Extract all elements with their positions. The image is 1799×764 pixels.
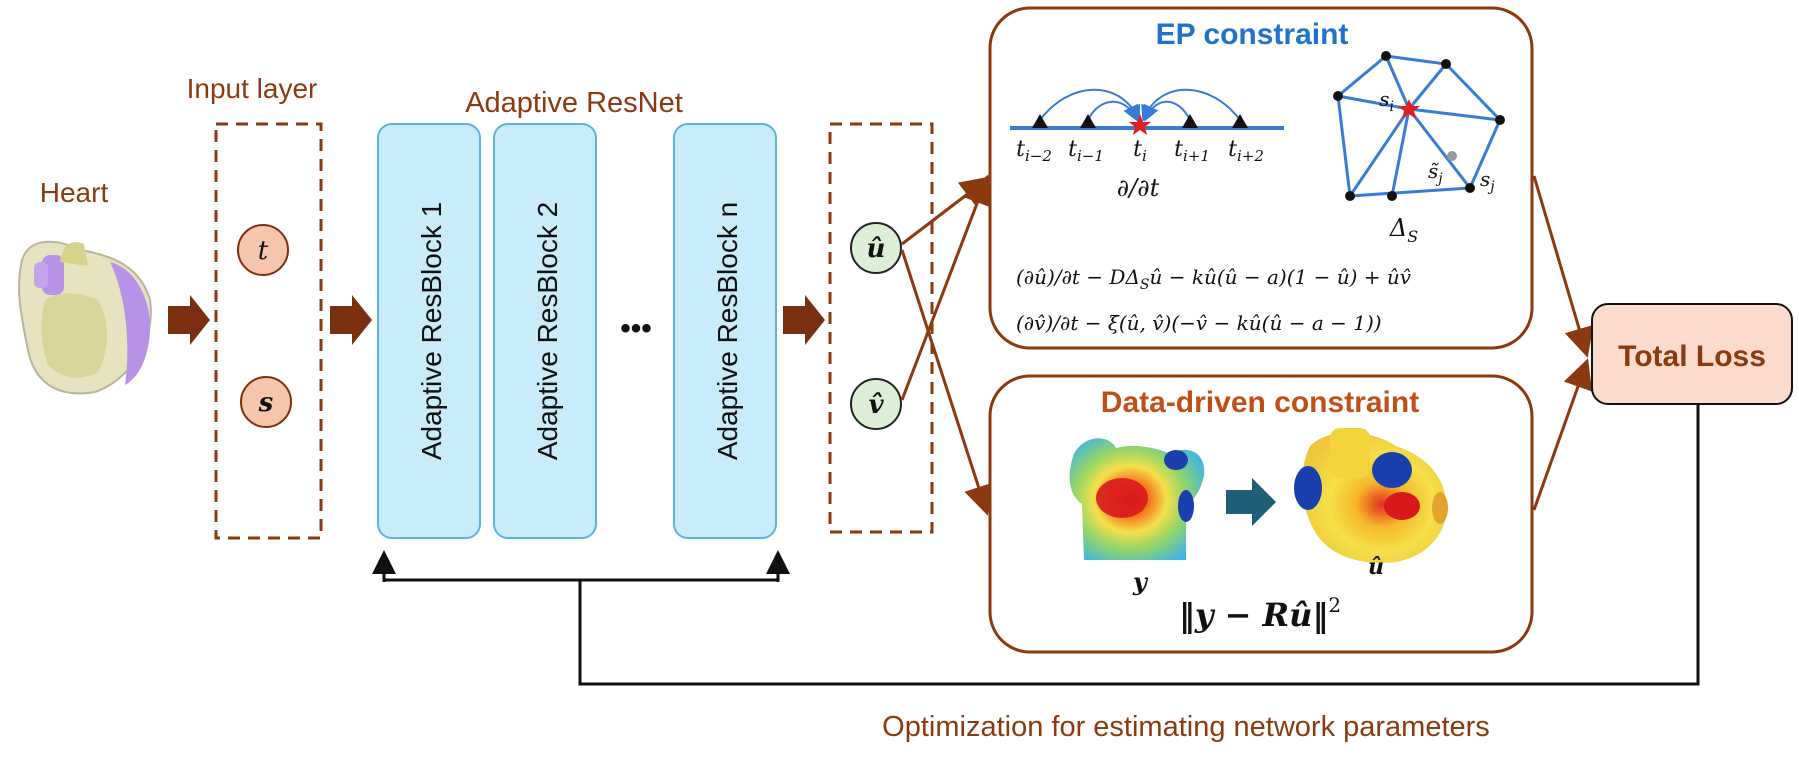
mesh-sj-label: sj — [1480, 167, 1495, 195]
heart-map-label: û — [1368, 554, 1384, 580]
resnet-title: Adaptive ResNet — [465, 87, 683, 119]
heart-3d-icon — [18, 240, 152, 395]
input-node-s-label: s — [258, 388, 274, 418]
mesh-vertices — [1333, 51, 1505, 201]
mesh-si-label: si — [1379, 87, 1394, 115]
resblock-n-label: Adaptive ResBlock n — [712, 202, 743, 460]
input-node-s: s — [240, 376, 292, 428]
input-layer-title: Input layer — [187, 73, 318, 104]
output-node-v: v̂ — [850, 378, 902, 430]
output-node-u: û — [850, 222, 902, 274]
arrow-heart-to-input — [168, 295, 210, 345]
mesh-stilde-label: s̃j — [1428, 159, 1443, 187]
optimization-feedback-path — [372, 404, 1700, 686]
time-derivative-operator: ∂/∂t — [1117, 174, 1160, 202]
svg-text:ti−2: ti−2 — [1016, 137, 1052, 165]
svg-text:ti+1: ti+1 — [1174, 137, 1210, 165]
resblock-1: Adaptive ResBlock 1 — [377, 123, 481, 539]
data-loss-expression: ‖y − Rû‖2 — [1179, 593, 1341, 634]
output-layer-box — [828, 122, 934, 534]
svg-text:ti+2: ti+2 — [1228, 137, 1264, 165]
ep-equation-2: (∂v̂)/∂t − ξ(û, v̂)(−v̂ − kû(û − a − 1)) — [1016, 311, 1382, 335]
output-node-v-label: v̂ — [868, 390, 884, 420]
ep-constraint-title: EP constraint — [1156, 18, 1349, 51]
input-layer-box — [214, 122, 323, 540]
total-loss-box: Total Loss — [1591, 303, 1793, 405]
resblock-1-label: Adaptive ResBlock 1 — [416, 202, 447, 460]
optimization-label: Optimization for estimating network para… — [882, 711, 1490, 743]
ep-constraint-box — [988, 6, 1534, 350]
torso-potential-map — [1069, 438, 1205, 560]
constraint-to-total-arrows — [1532, 175, 1594, 511]
arrow-input-to-resnet — [330, 295, 372, 345]
mesh-laplacian-operator: ΔS — [1389, 214, 1418, 246]
output-to-constraint-arrows — [900, 174, 993, 516]
svg-text:ti−1: ti−1 — [1068, 137, 1104, 165]
resblock-n: Adaptive ResBlock n — [673, 123, 777, 539]
data-constraint-title: Data-driven constraint — [1101, 386, 1419, 419]
resblock-2: Adaptive ResBlock 2 — [493, 123, 597, 539]
resblock-2-label: Adaptive ResBlock 2 — [532, 202, 563, 460]
output-node-u-label: û — [867, 234, 886, 264]
torso-label: y — [1132, 567, 1149, 596]
total-loss-label: Total Loss — [1618, 340, 1766, 373]
arrow-resnet-to-output — [783, 295, 825, 345]
svg-text:ti: ti — [1133, 137, 1147, 165]
time-tick-labels: ti−2 ti−1 ti ti+1 ti+2 — [1016, 137, 1264, 165]
heart-potential-map — [1294, 428, 1448, 563]
torso-to-heart-arrow — [1226, 478, 1276, 526]
ep-equation-1: (∂û)/∂t − DΔSû − kû(û − a)(1 − û) + ûv̂ — [1016, 265, 1412, 293]
input-node-t-label: t — [258, 236, 269, 266]
resblock-ellipsis: ••• — [620, 312, 652, 345]
time-discretization-diagram — [1010, 88, 1284, 135]
heart-label: Heart — [40, 177, 109, 208]
input-node-t: t — [237, 224, 289, 276]
